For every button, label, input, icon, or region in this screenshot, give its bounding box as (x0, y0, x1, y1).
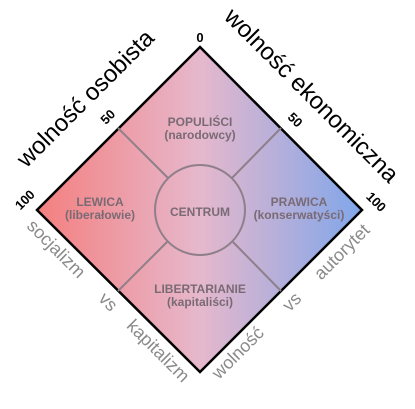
divider-lines (117, 127, 282, 292)
divider-top-right (231, 127, 282, 179)
label-vs-right: vs (278, 288, 305, 315)
region-right-subtitle: (konserwatyści) (254, 208, 345, 222)
divider-bottom-right (231, 240, 282, 292)
region-bottom-subtitle: (kapitaliści) (167, 295, 233, 309)
tick-right-mid: 50 (285, 109, 306, 130)
region-top-subtitle: (narodowcy) (164, 128, 235, 142)
region-center-title: CENTRUM (170, 205, 230, 219)
region-bottom-title: LIBERTARIANIE (154, 282, 246, 296)
divider-bottom-left (117, 240, 169, 292)
region-left-subtitle: (liberałowie) (65, 208, 135, 222)
tick-left-mid: 50 (97, 106, 118, 127)
region-top-title: POPULIŚCI (168, 114, 233, 129)
tick-left-end: 100 (12, 187, 38, 213)
region-right-title: PRAWICA (271, 195, 328, 209)
label-vs-left: vs (95, 288, 122, 315)
center-circle (154, 164, 246, 256)
tick-right-end: 100 (363, 189, 389, 215)
tick-top-zero: 0 (196, 30, 203, 45)
divider-top-left (117, 127, 169, 179)
region-left-title: LEWICA (76, 195, 124, 209)
